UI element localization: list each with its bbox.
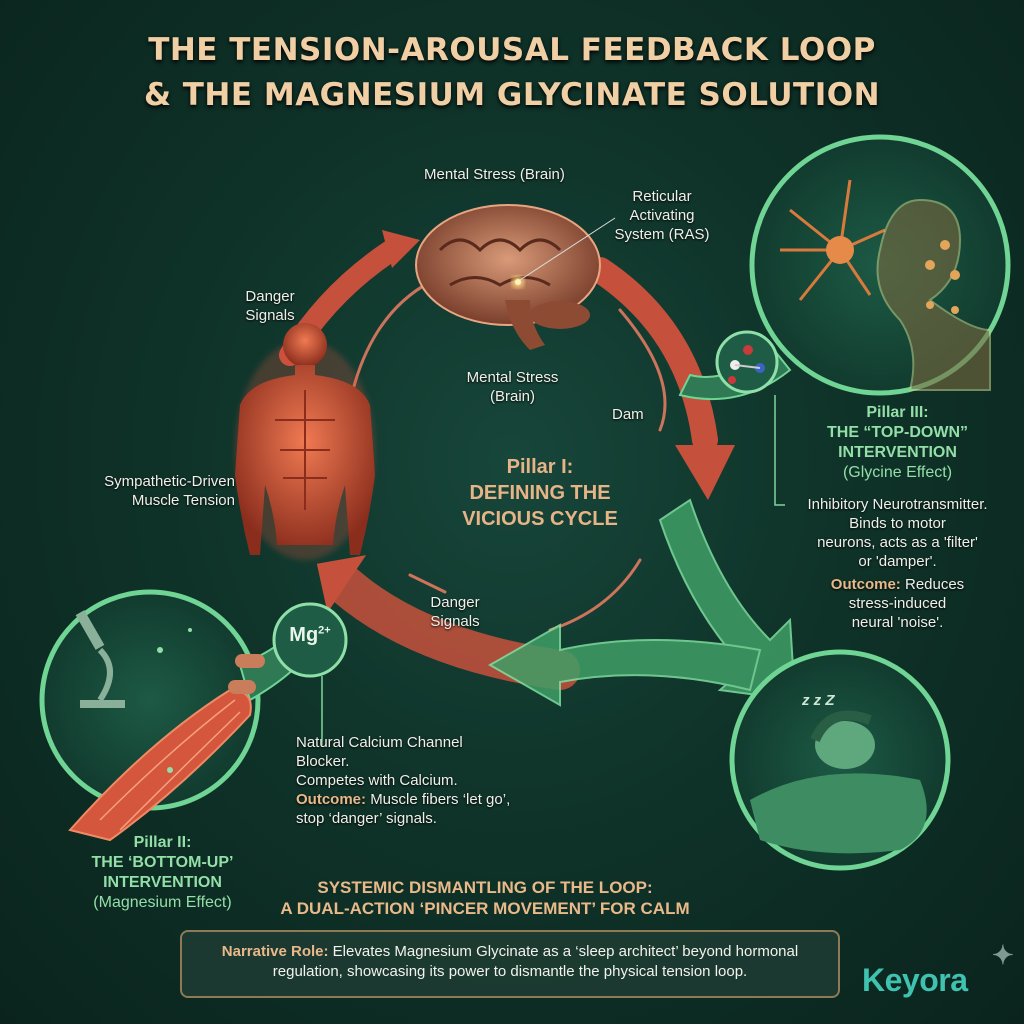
arrowhead-body <box>316 555 367 613</box>
pillar3-title-2: INTERVENTION <box>838 444 957 461</box>
pillar2-description: Natural Calcium Channel Blocker. Compete… <box>296 733 536 828</box>
pillar1-title-1: DEFINING THE <box>469 482 611 504</box>
pillar3-block: Pillar III: THE “TOP-DOWN” INTERVENTION … <box>790 403 1005 483</box>
mg-ion-label: Mg2+ <box>285 624 335 647</box>
glycine-molecule-icon <box>715 330 779 394</box>
title-line-1: THE TENSION-AROUSAL FEEDBACK LOOP <box>148 32 876 68</box>
page-title: THE TENSION-AROUSAL FEEDBACK LOOP & THE … <box>0 28 1024 118</box>
pillar2-block: Pillar II: THE ‘BOTTOM-UP’ INTERVENTION … <box>65 833 260 913</box>
muscle-tension-label: Sympathetic-Driven Muscle Tension <box>104 473 235 509</box>
pillar3-desc-3: neurons, acts as a 'filter' <box>817 534 978 551</box>
systemic-line-1: SYSTEMIC DISMANTLING OF THE LOOP: <box>317 878 653 897</box>
pillar1-title-2: VICIOUS CYCLE <box>462 508 618 530</box>
danger-signals-top: Danger Signals <box>245 288 295 324</box>
pillar1-heading: Pillar I: <box>506 456 574 478</box>
mg-charge: 2+ <box>318 624 331 637</box>
narrative-box: Narrative Role: Elevates Magnesium Glyci… <box>180 930 840 998</box>
pillar3-connector <box>774 395 785 506</box>
pillar2-desc-2: Blocker. <box>296 753 350 770</box>
danger-signals-bottom: Danger Signals <box>430 594 480 630</box>
pillar3-description: Inhibitory Neurotransmitter. Binds to mo… <box>785 495 1010 632</box>
pillar3-outcome-label: Outcome: <box>830 576 901 593</box>
pillar2-desc-1: Natural Calcium Channel <box>296 734 463 751</box>
ras-label: Reticular Activating System (RAS) <box>614 188 710 243</box>
arrowhead-brain <box>382 230 420 268</box>
sleeping-person-illustration <box>729 649 951 871</box>
pillar2-title-2: INTERVENTION <box>103 874 222 891</box>
inner-arrow-4 <box>408 573 447 594</box>
magnesium-muscle-illustration <box>39 589 322 842</box>
pillar3-outcome-3: neural 'noise'. <box>851 614 944 631</box>
pillar2-outcome-label: Outcome: <box>296 791 367 808</box>
mg-symbol: Mg <box>289 624 319 646</box>
brain-illustration <box>415 204 616 350</box>
systemic-heading: SYSTEMIC DISMANTLING OF THE LOOP: A DUAL… <box>205 877 765 919</box>
pillar2-outcome-text: Muscle fibers ‘let go’, <box>370 791 511 808</box>
pillar2-subtitle: (Magnesium Effect) <box>93 894 232 911</box>
pincer-arrows <box>487 498 797 707</box>
green-arrow-down <box>658 498 797 702</box>
inner-arrow-2 <box>618 308 667 432</box>
pillar2-heading: Pillar II: <box>133 834 192 851</box>
microscope-icon <box>75 610 125 708</box>
pillar2-desc-3: Competes with Calcium. <box>296 772 458 789</box>
tense-body-illustration <box>235 323 375 560</box>
brain-label-top: Mental Stress (Brain) <box>424 166 565 183</box>
pillar3-subtitle: (Glycine Effect) <box>842 464 953 481</box>
pillar1-block: Pillar I: DEFINING THE VICIOUS CYCLE <box>440 454 640 532</box>
pillar2-outcome-2: stop ‘danger’ signals. <box>296 810 437 827</box>
dam-label: Dam <box>612 406 644 423</box>
pillar3-title-1: THE “TOP-DOWN” <box>826 424 969 441</box>
inner-arrow-3 <box>548 558 642 632</box>
keyora-logo: Keyora ✦ <box>862 940 1014 999</box>
arrow-brain-to-dam <box>587 257 718 453</box>
brain-label-inner: Mental Stress (Brain) <box>466 369 559 405</box>
logo-text: Keyora <box>862 962 968 998</box>
sparkle-icon: ✦ <box>992 940 1014 970</box>
narrative-label: Narrative Role: <box>221 943 329 960</box>
systemic-line-2: A DUAL-ACTION ‘PINCER MOVEMENT’ FOR CALM <box>280 899 690 918</box>
pillar3-desc-2: Binds to motor <box>849 515 946 532</box>
green-arrow-left <box>487 623 762 707</box>
pillar3-desc-4: or 'damper'. <box>858 553 937 570</box>
narrative-text: Elevates Magnesium Glycinate as a ‘sleep… <box>272 943 799 980</box>
pillar3-outcome-2: stress-induced <box>848 595 947 612</box>
pillar2-title-1: THE ‘BOTTOM-UP’ <box>91 854 234 871</box>
mg-ion-circle <box>272 602 348 678</box>
pillar3-heading: Pillar III: <box>866 404 929 421</box>
title-line-2: & THE MAGNESIUM GLYCINATE SOLUTION <box>143 77 881 113</box>
sleep-zzz: z z Z <box>802 692 835 709</box>
pillar3-desc-1: Inhibitory Neurotransmitter. <box>807 496 988 513</box>
arrowhead-dam <box>675 445 735 500</box>
pillar3-outcome-text: Reduces <box>904 576 965 593</box>
